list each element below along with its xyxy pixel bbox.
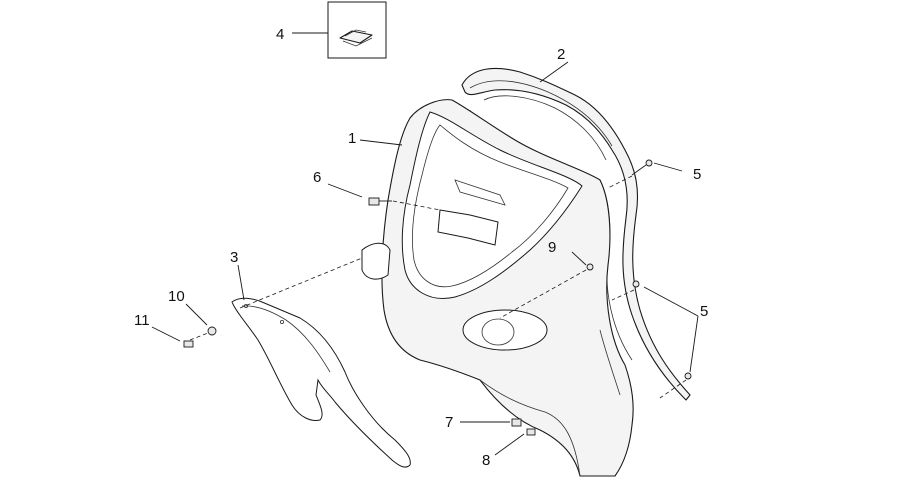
callout-9: 9	[548, 239, 556, 256]
callout-1: 1	[348, 130, 356, 147]
screw-11	[183, 340, 194, 348]
screw-9	[586, 263, 594, 271]
callout-10: 10	[168, 288, 185, 305]
screw-8	[526, 428, 536, 436]
callout-11: 11	[134, 312, 150, 329]
screw-7	[511, 418, 522, 427]
leader-lines	[151, 32, 699, 456]
callout-labels: 4 2 1 6 5 9 3 10 11 5 7 8	[134, 26, 708, 469]
callout-4: 4	[276, 26, 284, 43]
part-1-front-shield	[361, 99, 634, 477]
screw-6	[368, 197, 392, 206]
screw-5-lower-b	[684, 372, 692, 380]
washer-10	[207, 326, 217, 336]
callout-8: 8	[482, 452, 490, 469]
screw-5-upper	[631, 159, 653, 176]
callout-3: 3	[230, 249, 238, 266]
callout-6: 6	[313, 169, 321, 186]
part-4-kit-box	[327, 1, 387, 59]
callout-5-upper: 5	[693, 166, 701, 183]
callout-2: 2	[557, 46, 565, 63]
part-3-side-panel	[231, 297, 411, 468]
screw-5-lower-a	[632, 280, 640, 288]
callout-7: 7	[445, 414, 453, 431]
callout-5-lower: 5	[700, 303, 708, 320]
